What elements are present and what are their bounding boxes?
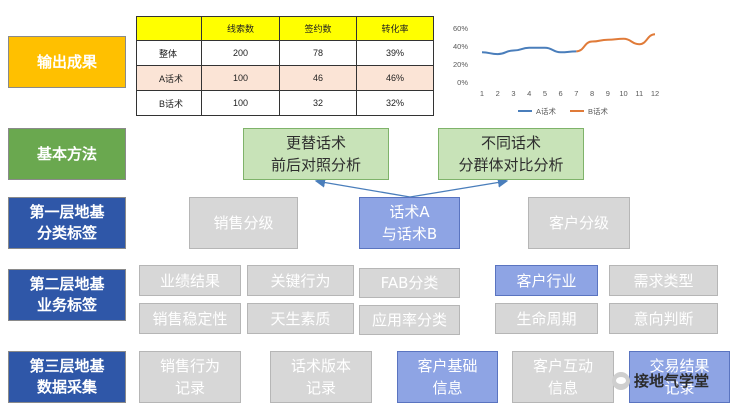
layer1-box-sales-grade: 销售分级 [189, 197, 298, 249]
layer3-box: 客户互动 信息 [512, 351, 614, 403]
layer3-box: 客户基础 信息 [397, 351, 498, 403]
table-row: B话术 100 32 32% [136, 90, 434, 116]
row-label-layer2: 第二层地基业务标签 [8, 269, 126, 321]
y-tick-label: 40% [453, 42, 468, 51]
series-line-1 [481, 46, 577, 56]
row-label-output: 输出成果 [8, 36, 126, 88]
layer2-box: 意向判断 [609, 303, 718, 334]
layer3-box: 销售行为 记录 [139, 351, 241, 403]
table-cell: B话术 [136, 90, 202, 116]
table-cell: 100 [201, 65, 280, 91]
layer1-box-script-ab: 话术A 与话术B [359, 197, 460, 249]
row-label-layer1: 第一层地基分类标签 [8, 197, 126, 249]
table-cell: 100 [201, 90, 280, 116]
x-tick-label: 6 [559, 89, 563, 98]
x-tick-label: 2 [496, 89, 500, 98]
x-tick-label: 10 [619, 89, 627, 98]
x-tick-label: 4 [527, 89, 531, 98]
wechat-icon [612, 371, 630, 390]
table-header-cell: 签约数 [279, 16, 357, 41]
legend-label: A话术 [536, 106, 557, 116]
table-cell: 200 [201, 40, 280, 66]
x-tick-label: 9 [606, 89, 610, 98]
x-tick-label: 7 [574, 89, 578, 98]
method-box-1: 更替话术前后对照分析 [243, 128, 389, 180]
row-label-layer3: 第三层地基数据采集 [8, 351, 126, 403]
table-cell: 32% [356, 90, 434, 116]
table-cell: 78 [279, 40, 357, 66]
conversion-table: 线索数 签约数 转化率 整体 200 78 39% A话术 100 46 46%… [136, 16, 434, 116]
method-box-2: 不同话术分群体对比分析 [438, 128, 584, 180]
series-line-2 [576, 33, 656, 53]
y-tick-label: 0% [457, 78, 468, 87]
layer2-box: 客户行业 [495, 265, 598, 296]
x-tick-label: 8 [590, 89, 594, 98]
x-tick-label: 5 [543, 89, 547, 98]
y-tick-label: 60% [453, 24, 468, 33]
layer2-box: 需求类型 [609, 265, 718, 296]
table-cell: 39% [356, 40, 434, 66]
layer2-box: 天生素质 [247, 303, 354, 334]
watermark-text: 接地气学堂 [634, 372, 710, 390]
x-tick-label: 12 [651, 89, 659, 98]
layer2-box: 生命周期 [495, 303, 598, 334]
layer3-box: 话术版本 记录 [270, 351, 372, 403]
legend-label: B话术 [588, 106, 609, 116]
row-label-method: 基本方法 [8, 128, 126, 180]
y-tick-label: 20% [453, 60, 468, 69]
table-header-cell: 线索数 [201, 16, 280, 41]
layer1-box-customer-grade: 客户分级 [528, 197, 630, 249]
table-header-cell: 转化率 [356, 16, 434, 41]
table-row: 整体 200 78 39% [136, 40, 434, 66]
layer2-box: 销售稳定性 [139, 303, 241, 334]
table-cell: 32 [279, 90, 357, 116]
layer3-box: 交易结果 记录 [629, 351, 730, 403]
arrow-to-method-1 [314, 177, 411, 198]
layer2-box: FAB分类 [359, 268, 460, 298]
table-cell: 46% [356, 65, 434, 91]
layer2-box: 业绩结果 [139, 265, 241, 296]
layer2-box: 关键行为 [247, 265, 354, 296]
watermark: 接地气学堂 [612, 370, 709, 391]
arrow-to-method-2 [409, 177, 509, 198]
x-tick-label: 3 [511, 89, 515, 98]
layer2-box: 应用率分类 [359, 305, 460, 335]
x-tick-label: 1 [480, 89, 484, 98]
x-tick-label: 11 [635, 89, 643, 98]
